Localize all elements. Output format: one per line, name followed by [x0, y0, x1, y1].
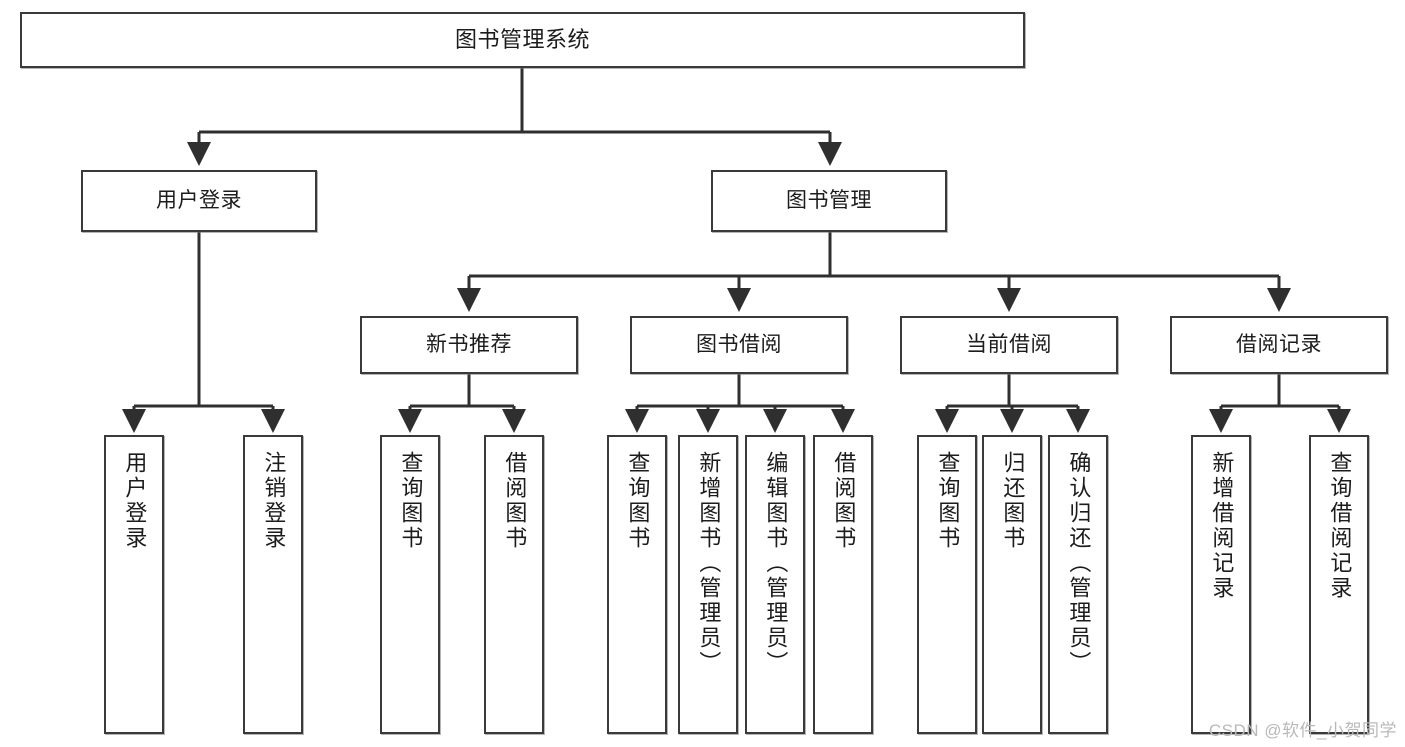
node-label: 新增图书（管理员）: [696, 451, 722, 676]
leaf-borrow-book-2[interactable]: 借阅图书: [813, 435, 873, 734]
node-borrow-record[interactable]: 借阅记录: [1170, 316, 1388, 374]
node-label: 新书推荐: [426, 332, 512, 356]
node-label: 编辑图书（管理员）: [763, 451, 789, 676]
node-user-login[interactable]: 用户登录: [81, 170, 317, 232]
leaf-query-book-3[interactable]: 查询图书: [917, 435, 977, 734]
node-label: 新增借阅记录: [1209, 451, 1235, 601]
leaf-user-login[interactable]: 用户登录: [104, 435, 164, 734]
leaf-query-book-1[interactable]: 查询图书: [380, 435, 440, 734]
node-label: 当前借阅: [966, 332, 1052, 356]
node-label: 注销登录: [261, 451, 287, 551]
node-label: 查询借阅记录: [1327, 451, 1353, 601]
node-new-book-recommend[interactable]: 新书推荐: [360, 316, 578, 374]
leaf-query-book-2[interactable]: 查询图书: [607, 435, 667, 734]
node-book-management[interactable]: 图书管理: [711, 170, 947, 232]
leaf-add-book-admin[interactable]: 新增图书（管理员）: [678, 435, 738, 734]
leaf-borrow-book-1[interactable]: 借阅图书: [484, 435, 544, 734]
node-current-borrow[interactable]: 当前借阅: [900, 316, 1118, 374]
node-label: 图书管理: [786, 188, 872, 212]
node-label: 查询图书: [935, 451, 961, 551]
node-label: 用户登录: [122, 451, 148, 551]
leaf-logout[interactable]: 注销登录: [243, 435, 303, 734]
node-label: 借阅图书: [502, 451, 528, 551]
node-root-system[interactable]: 图书管理系统: [20, 12, 1025, 68]
node-label: 查询图书: [625, 451, 651, 551]
node-label: 图书借阅: [696, 332, 782, 356]
node-label: 归还图书: [1000, 451, 1026, 551]
leaf-edit-book-admin[interactable]: 编辑图书（管理员）: [745, 435, 805, 734]
watermark: CSDN @软件_小贺同学: [1208, 721, 1397, 740]
leaf-confirm-return-admin[interactable]: 确认归还（管理员）: [1048, 435, 1108, 734]
leaf-query-borrow-record[interactable]: 查询借阅记录: [1309, 435, 1369, 734]
leaf-return-book[interactable]: 归还图书: [982, 435, 1042, 734]
node-label: 借阅图书: [831, 451, 857, 551]
node-label: 查询图书: [398, 451, 424, 551]
node-book-borrow[interactable]: 图书借阅: [630, 316, 848, 374]
node-label: 用户登录: [156, 188, 242, 212]
node-label: 确认归还（管理员）: [1066, 451, 1092, 676]
leaf-add-borrow-record[interactable]: 新增借阅记录: [1191, 435, 1251, 734]
node-label: 借阅记录: [1236, 332, 1322, 356]
node-label: 图书管理系统: [454, 27, 590, 53]
